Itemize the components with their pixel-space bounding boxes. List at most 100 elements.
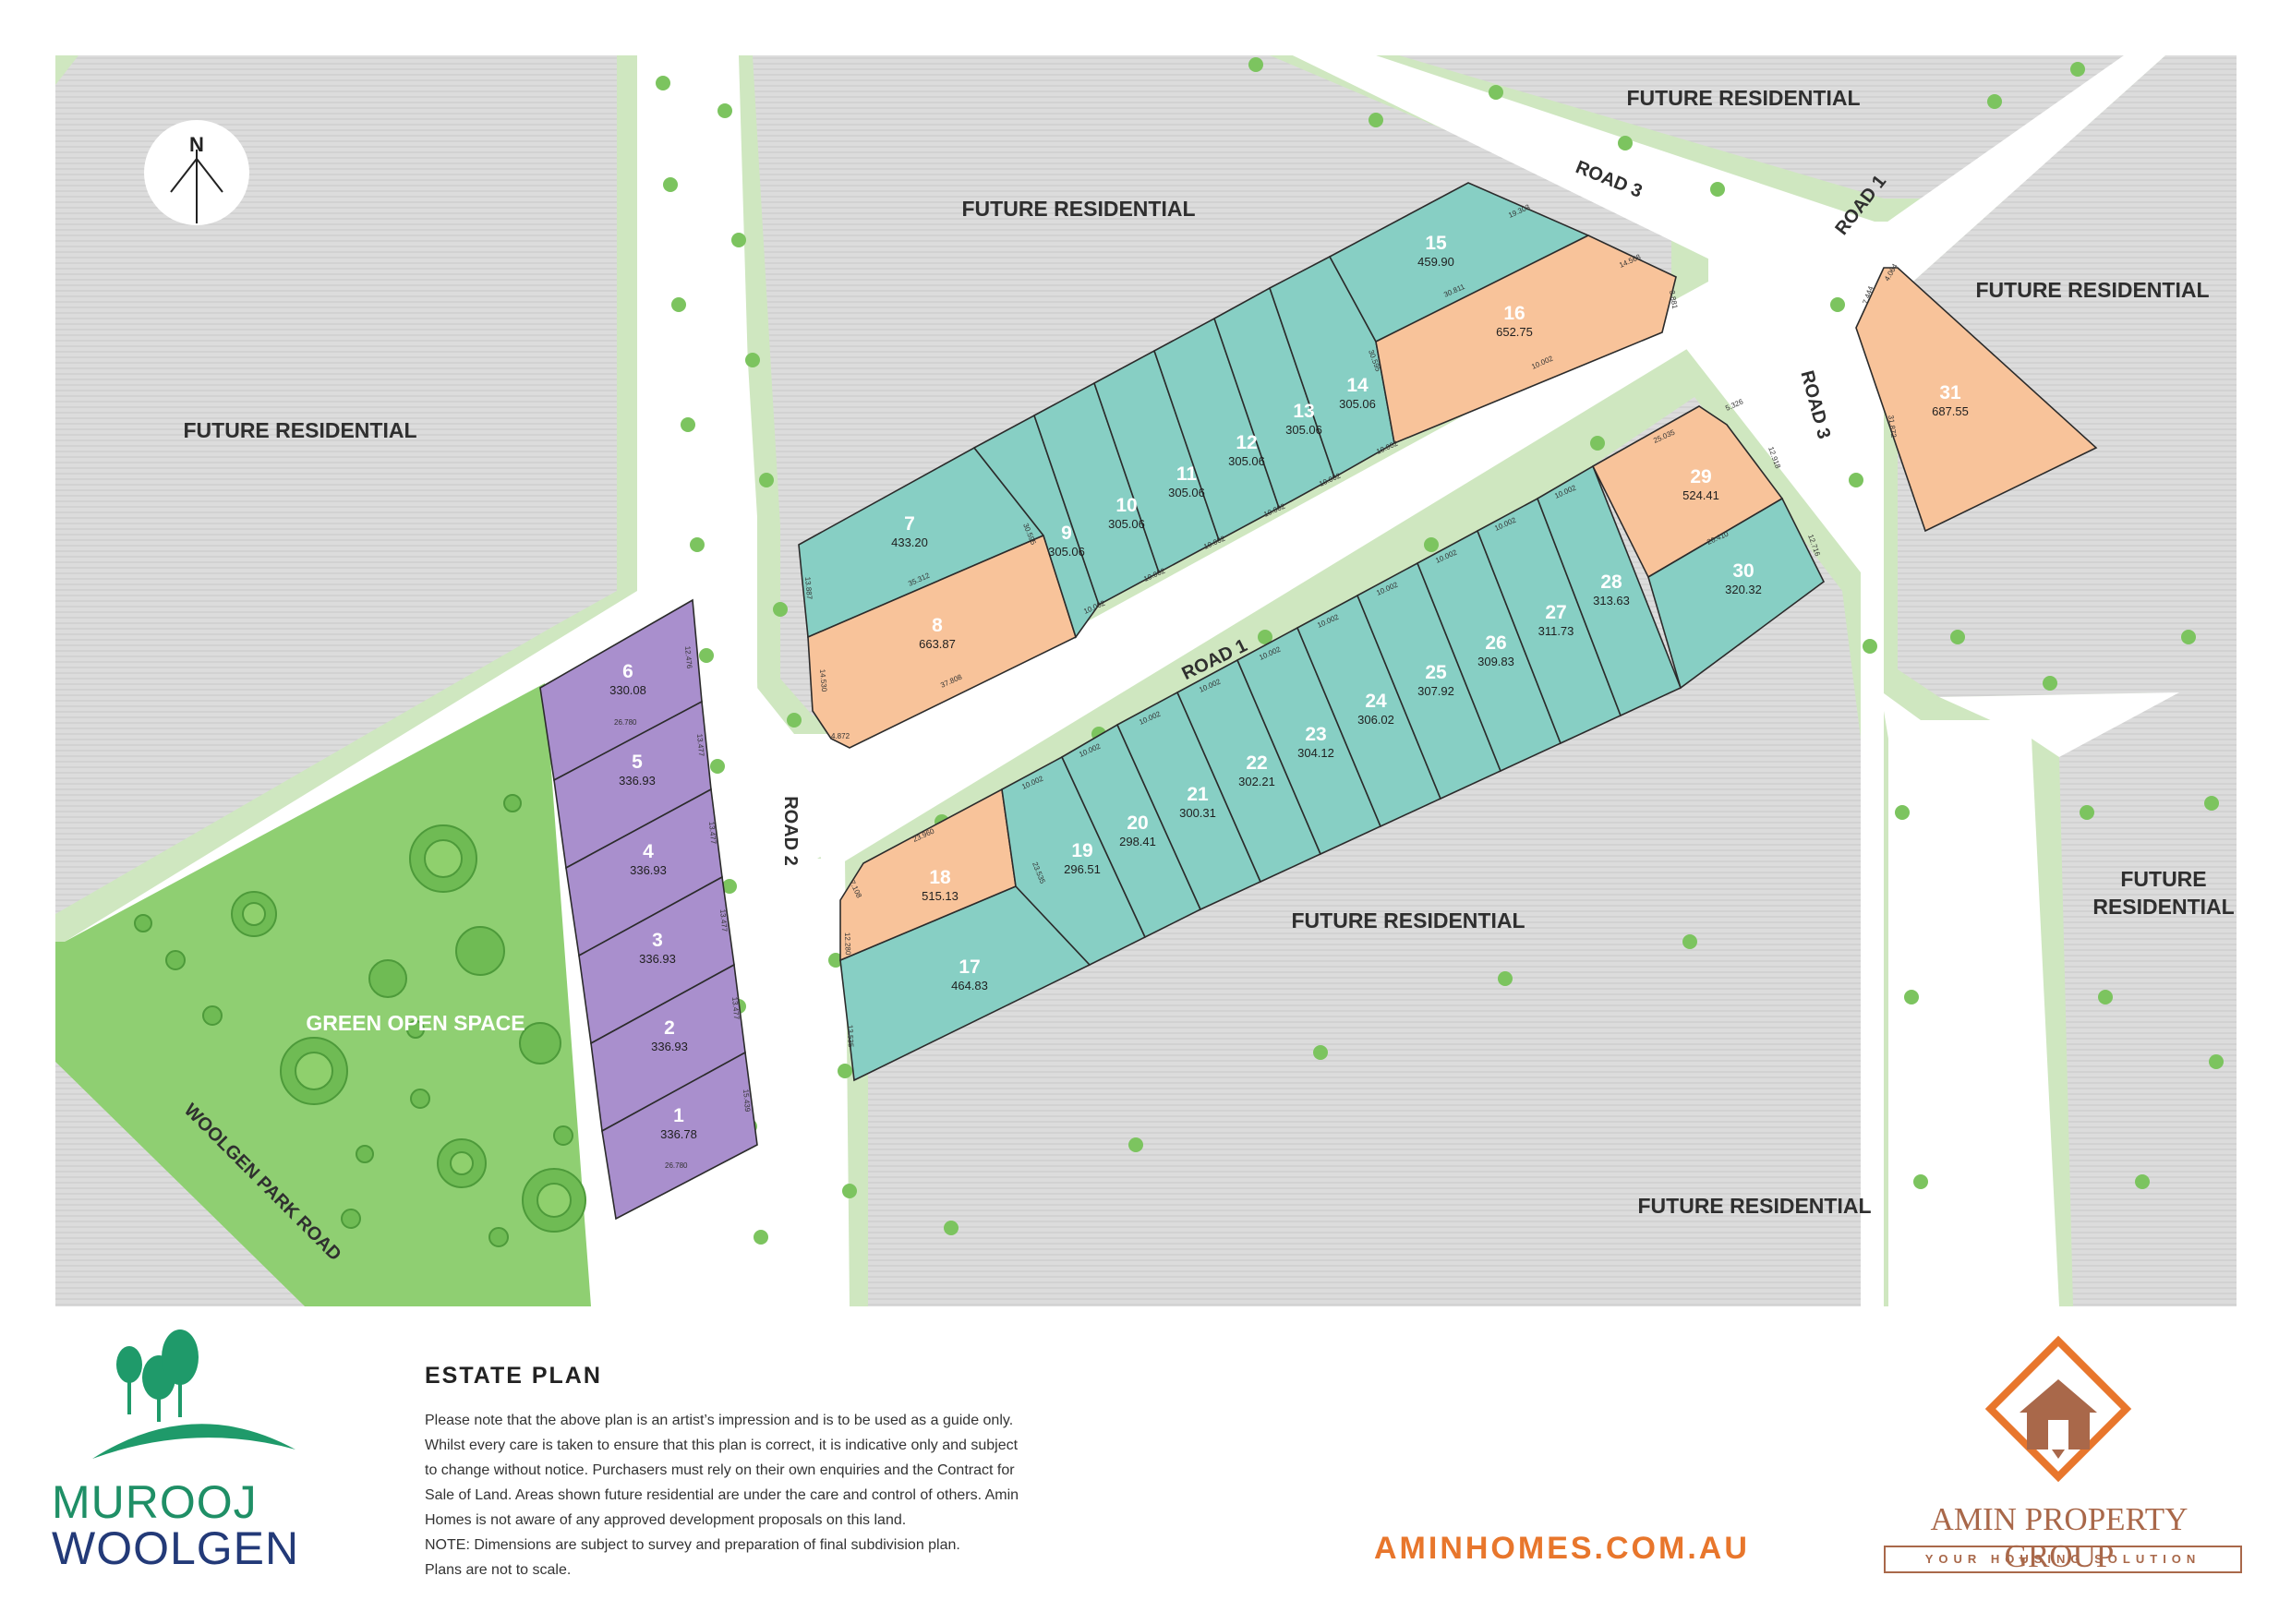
lot-22-number: 22 xyxy=(1246,752,1267,774)
lot-2-area: 336.93 xyxy=(651,1040,688,1053)
dim-label: 31.872 xyxy=(1887,415,1898,439)
lot-20-number: 20 xyxy=(1127,812,1148,834)
lot-29-number: 29 xyxy=(1690,466,1711,487)
lot-19-number: 19 xyxy=(1071,840,1092,861)
dim-label: 13.535 xyxy=(846,1025,855,1048)
lot-12-area: 305.06 xyxy=(1228,454,1265,468)
lot-3-number: 3 xyxy=(652,930,663,951)
lot-27-area: 311.73 xyxy=(1538,624,1574,638)
tree-icons xyxy=(134,794,586,1247)
lot-31-number: 31 xyxy=(1939,382,1961,403)
road-2-label: ROAD 2 xyxy=(780,796,801,866)
lot-14-number: 14 xyxy=(1346,375,1369,396)
north-arrow-icon: N xyxy=(144,120,249,225)
future-residential-label: FUTURE RESIDENTIAL xyxy=(1638,1194,1872,1218)
lot-10-area: 305.06 xyxy=(1108,517,1145,531)
lot-3-area: 336.93 xyxy=(639,952,676,966)
lot-23-area: 304.12 xyxy=(1297,746,1334,760)
future-residential-label: FUTURE RESIDENTIAL xyxy=(1976,278,2210,302)
lot-29[interactable] xyxy=(1591,405,1784,579)
dim-label: 13.477 xyxy=(730,996,741,1020)
future-residential-label: FUTURE RESIDENTIAL xyxy=(1627,86,1861,110)
lot-26-number: 26 xyxy=(1485,632,1506,654)
brand-line-1: MUROOJ xyxy=(52,1476,258,1528)
lot-16[interactable] xyxy=(1375,235,1677,445)
future-residential-label: FUTURE RESIDENTIAL xyxy=(962,197,1196,221)
lot-21-number: 21 xyxy=(1187,784,1209,805)
lots-north-block xyxy=(798,182,1677,749)
lot-20-area: 298.41 xyxy=(1119,835,1156,848)
dim-label: 14.530 xyxy=(818,668,828,692)
lot-24-area: 306.02 xyxy=(1357,713,1394,727)
lot-6-number: 6 xyxy=(622,661,633,682)
lot-13-number: 13 xyxy=(1293,401,1314,422)
lot-19-area: 296.51 xyxy=(1064,862,1101,876)
lot-9-number: 9 xyxy=(1061,523,1072,544)
disclaimer-line: Plans are not to scale. xyxy=(425,1562,572,1578)
lot-8-number: 8 xyxy=(932,615,943,636)
future-residential-label: RESIDENTIAL xyxy=(2092,895,2234,919)
lot-18-number: 18 xyxy=(929,867,951,888)
dim-label: 13.477 xyxy=(718,908,729,932)
lot-12-number: 12 xyxy=(1236,432,1257,453)
lot-11-number: 11 xyxy=(1176,463,1198,485)
amin-property-group-name: AMIN PROPERTY GROUP xyxy=(1930,1501,2189,1574)
lot-4-number: 4 xyxy=(643,841,654,862)
lot-23-number: 23 xyxy=(1305,724,1326,745)
lot-9[interactable] xyxy=(972,414,1100,639)
dim-label: 4.872 xyxy=(831,732,850,740)
future-residential-label: FUTURE RESIDENTIAL xyxy=(1292,908,1525,932)
north-label: N xyxy=(189,133,204,156)
lot-30-area: 320.32 xyxy=(1725,583,1762,596)
lot-21-area: 300.31 xyxy=(1179,806,1216,820)
lot-25-number: 25 xyxy=(1425,662,1447,683)
lot-5-area: 336.93 xyxy=(619,774,656,788)
disclaimer-line: Sale of Land. Areas shown future residen… xyxy=(425,1487,1019,1503)
lot-1-number: 1 xyxy=(673,1105,684,1126)
lot-17-number: 17 xyxy=(959,956,980,978)
lot-18-area: 515.13 xyxy=(922,889,959,903)
lot-30-number: 30 xyxy=(1732,560,1754,582)
lot-22-area: 302.21 xyxy=(1238,775,1275,788)
disclaimer-line: Whilst every care is taken to ensure tha… xyxy=(425,1438,1019,1453)
green-open-space-label: GREEN OPEN SPACE xyxy=(306,1011,525,1035)
disclaimer-line: NOTE: Dimensions are subject to survey a… xyxy=(425,1537,960,1553)
disclaimer-line: to change without notice. Purchasers mus… xyxy=(425,1462,1015,1478)
dim-label: 12.476 xyxy=(683,645,693,669)
lot-28-area: 313.63 xyxy=(1593,594,1630,607)
lot-1-area: 336.78 xyxy=(660,1127,697,1141)
lot-30[interactable] xyxy=(1647,497,1826,690)
dim-label: 12.280 xyxy=(843,932,852,956)
lot-1[interactable] xyxy=(601,1051,758,1221)
lot-labels: 6 330.08 5 336.93 4 336.93 3 336.93 2 33… xyxy=(609,233,1969,1141)
future-residential-label: FUTURE RESIDENTIAL xyxy=(184,418,417,442)
lot-25-area: 307.92 xyxy=(1417,684,1454,698)
lot-17-area: 464.83 xyxy=(951,979,988,992)
brand-line-2: WOOLGEN xyxy=(52,1522,300,1574)
lot-26-area: 309.83 xyxy=(1477,655,1514,668)
lot-31[interactable] xyxy=(1855,267,2098,533)
amin-property-group-tagline: YOUR HOUSING SOLUTION xyxy=(1884,1546,2242,1573)
footer: MUROOJ WOOLGEN ESTATE PLAN Please note t… xyxy=(0,1320,2291,1619)
lot-13-area: 305.06 xyxy=(1285,423,1322,437)
lot-9-area: 305.06 xyxy=(1048,545,1085,559)
dim-label: 13.887 xyxy=(803,576,814,600)
dim-label: 26.780 xyxy=(665,1161,688,1170)
lot-31-area: 687.55 xyxy=(1932,404,1969,418)
lots-purple xyxy=(539,598,758,1221)
future-residential-label: FUTURE xyxy=(2120,867,2206,891)
lot-11-area: 305.06 xyxy=(1168,486,1205,499)
website-link[interactable]: AMINHOMES.COM.AU xyxy=(1374,1531,1750,1566)
lot-6-area: 330.08 xyxy=(609,683,646,697)
lot-14-area: 305.06 xyxy=(1339,397,1376,411)
disclaimer-text: Please note that the above plan is an ar… xyxy=(425,1408,1145,1582)
estate-plan-title: ESTATE PLAN xyxy=(425,1363,602,1389)
lot-5-number: 5 xyxy=(632,752,643,773)
lot-19[interactable] xyxy=(1001,755,1147,966)
roads xyxy=(646,55,2179,1306)
lot-27-number: 27 xyxy=(1545,602,1566,623)
lot-16-area: 652.75 xyxy=(1496,325,1533,339)
lot-4-area: 336.93 xyxy=(630,863,667,877)
amin-property-group-logo-icon xyxy=(1984,1335,2132,1483)
